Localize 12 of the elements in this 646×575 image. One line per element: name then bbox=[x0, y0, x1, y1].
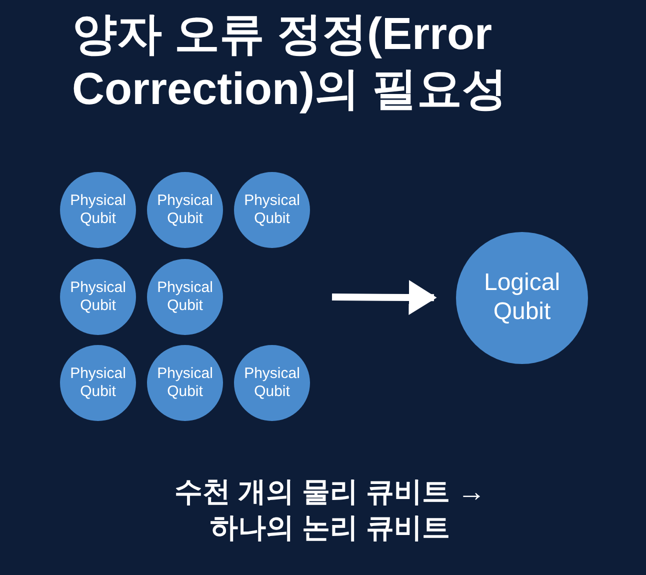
qubit-label: Physical Qubit bbox=[156, 279, 214, 315]
title: 양자 오류 정정(Error Correction)의 필요성 bbox=[72, 7, 508, 116]
qubit-label: Physical Qubit bbox=[156, 192, 214, 228]
qubit-label: Physical Qubit bbox=[69, 279, 127, 315]
caption: 수천 개의 물리 큐비트 → 하나의 논리 큐비트 bbox=[173, 475, 487, 545]
qubit-label: Physical Qubit bbox=[156, 365, 214, 401]
qubit-label: Physical Qubit bbox=[243, 192, 301, 228]
qubit-label: Physical Qubit bbox=[69, 192, 127, 228]
qubit-label: Physical Qubit bbox=[69, 365, 127, 401]
arrow bbox=[332, 280, 437, 315]
qubit-label: Physical Qubit bbox=[243, 365, 301, 401]
qubit-label: Logical Qubit bbox=[482, 269, 562, 327]
